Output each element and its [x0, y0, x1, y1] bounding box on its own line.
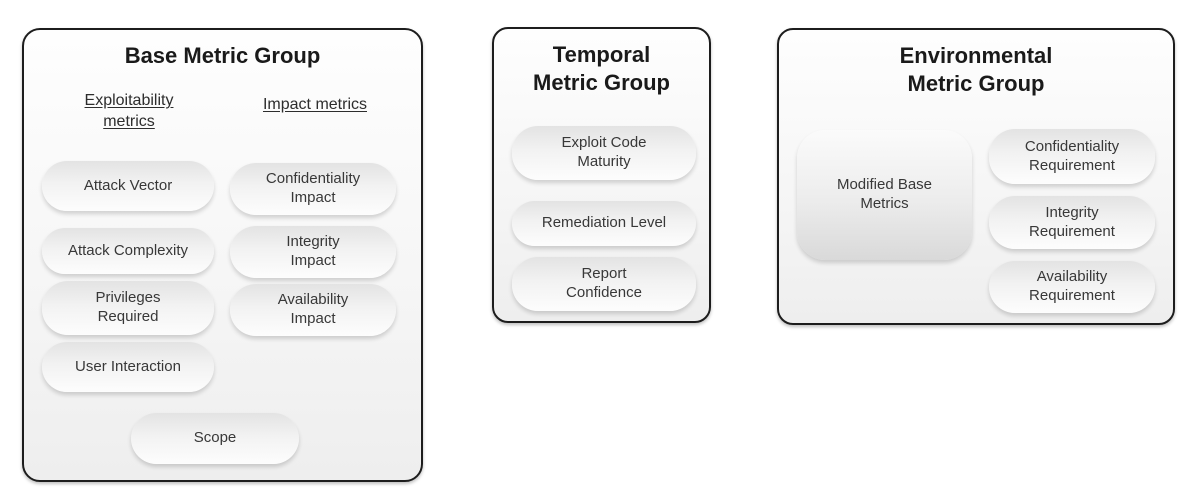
integrity-impact-pill: Integrity Impact [230, 226, 396, 278]
confidentiality-requirement-pill: Confidentiality Requirement [989, 129, 1155, 184]
base-metric-group-title: Base Metric Group [124, 43, 321, 68]
temporal-metric-group-title: Temporal Metric Group [533, 42, 670, 95]
availability-impact-pill: Availability Impact [230, 284, 396, 336]
impact-metrics-heading: Impact metrics [262, 96, 367, 113]
base-metric-group-box: Base Metric Group Exploitability metrics… [22, 28, 423, 482]
exploit-code-maturity-pill: Exploit Code Maturity [512, 126, 696, 180]
environmental-metric-group-title: Environmental Metric Group [899, 43, 1053, 96]
integrity-requirement-pill: Integrity Requirement [989, 196, 1155, 249]
confidentiality-impact-pill: Confidentiality Impact [230, 163, 396, 215]
availability-requirement-pill: Availability Requirement [989, 261, 1155, 313]
temporal-metric-group-box: Temporal Metric Group Exploit Code Matur… [492, 27, 711, 323]
environmental-metric-group-box: Environmental Metric Group Modified Base… [777, 28, 1175, 325]
attack-complexity-pill: Attack Complexity [42, 228, 214, 274]
report-confidence-pill: Report Confidence [512, 257, 696, 311]
remediation-level-pill: Remediation Level [512, 201, 696, 246]
privileges-required-pill: Privileges Required [42, 281, 214, 335]
scope-pill: Scope [131, 413, 299, 464]
modified-base-metrics-pill: Modified Base Metrics [797, 130, 972, 260]
exploitability-metrics-heading: Exploitability metrics [84, 92, 174, 130]
user-interaction-pill: User Interaction [42, 342, 214, 392]
attack-vector-pill: Attack Vector [42, 161, 214, 211]
